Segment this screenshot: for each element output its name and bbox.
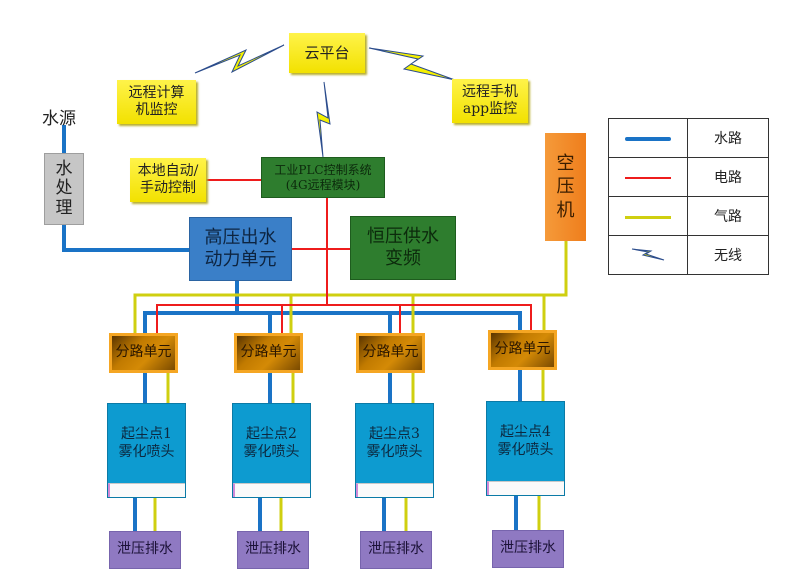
drain-label: 泄压排水 bbox=[117, 541, 173, 558]
local-control-label-1: 本地自动/ bbox=[137, 162, 199, 179]
nozzle-label-2: 雾化喷头 bbox=[497, 441, 554, 458]
water-pipe-to-pump bbox=[62, 225, 189, 252]
plc-control-system-box: 工业PLC控制系统 (4G远程模块) bbox=[261, 157, 385, 198]
nozzle-base-band bbox=[108, 483, 185, 497]
wireless-link-cloud-to-app bbox=[368, 47, 456, 81]
air-lines bbox=[133, 241, 568, 531]
water-line-swatch bbox=[625, 137, 671, 141]
pressure-relief-drain-3: 泄压排水 bbox=[360, 531, 432, 569]
electric-line-swatch bbox=[625, 177, 671, 179]
water-main-header bbox=[143, 311, 522, 333]
remote-app-label-2: app监控 bbox=[462, 101, 518, 117]
legend-label: 水路 bbox=[687, 118, 769, 158]
dust-point-nozzle-3: 起尘点3 雾化喷头 bbox=[355, 403, 434, 498]
legend-row-air: 气路 bbox=[608, 196, 769, 236]
pressure-relief-drain-1: 泄压排水 bbox=[109, 531, 181, 569]
nozzle-label-1: 起尘点2 bbox=[246, 426, 297, 442]
remote-pc-label-2: 机监控 bbox=[135, 102, 178, 118]
nozzle-label-2: 雾化喷头 bbox=[243, 443, 300, 460]
legend-label: 无线 bbox=[687, 235, 769, 275]
legend-label: 气路 bbox=[687, 196, 769, 236]
branch-unit-label: 分路单元 bbox=[240, 344, 297, 361]
branch-unit-label: 分路单元 bbox=[362, 344, 419, 361]
branch-unit-4: 分路单元 bbox=[488, 330, 557, 370]
wireless-link-cloud-to-pc bbox=[194, 44, 285, 74]
air-line-swatch bbox=[625, 215, 671, 219]
remote-pc-monitor-box: 远程计算 机监控 bbox=[117, 80, 196, 124]
water-treatment-box: 水 处 理 bbox=[44, 153, 84, 225]
remote-app-monitor-box: 远程手机 app监控 bbox=[452, 79, 528, 123]
electric-lines bbox=[156, 179, 532, 333]
air-compressor-box: 空 压 机 bbox=[545, 133, 586, 241]
air-main-header bbox=[133, 241, 568, 333]
pressure-relief-drain-4: 泄压排水 bbox=[492, 530, 564, 568]
nozzle-label-1: 起尘点1 bbox=[121, 426, 172, 442]
water-treatment-char-1: 水 bbox=[55, 158, 73, 179]
water-source-label: 水源 bbox=[42, 109, 76, 129]
vfd-label-1: 恒压供水 bbox=[367, 225, 439, 247]
local-control-box: 本地自动/ 手动控制 bbox=[130, 158, 206, 202]
drain-label: 泄压排水 bbox=[245, 541, 301, 558]
plc-label-2: (4G远程模块) bbox=[285, 177, 361, 192]
dust-point-nozzle-4: 起尘点4 雾化喷头 bbox=[486, 401, 565, 496]
cloud-platform-box: 云平台 bbox=[289, 33, 365, 73]
nozzle-label-2: 雾化喷头 bbox=[366, 443, 423, 460]
water-treatment-char-3: 理 bbox=[55, 197, 73, 218]
drain-label: 泄压排水 bbox=[368, 541, 424, 558]
local-control-label-2: 手动控制 bbox=[140, 180, 196, 196]
branch-unit-2: 分路单元 bbox=[234, 333, 303, 373]
dust-point-nozzle-2: 起尘点2 雾化喷头 bbox=[232, 403, 311, 498]
nozzle-label-2: 雾化喷头 bbox=[118, 443, 175, 460]
branch-unit-1: 分路单元 bbox=[109, 333, 178, 373]
nozzle-base-band bbox=[233, 483, 310, 497]
legend-row-electric: 电路 bbox=[608, 157, 769, 197]
legend-row-wireless: 无线 bbox=[608, 235, 769, 275]
wireless-icon bbox=[631, 248, 665, 260]
remote-pc-label-1: 远程计算 bbox=[128, 84, 185, 101]
pump-unit-label-1: 高压出水 bbox=[204, 226, 277, 248]
nozzle-base-band bbox=[487, 481, 564, 495]
drain-label: 泄压排水 bbox=[500, 540, 556, 557]
nozzle-label-1: 起尘点4 bbox=[500, 424, 551, 440]
water-treatment-char-2: 处 bbox=[55, 178, 73, 199]
nozzle-label-1: 起尘点3 bbox=[369, 426, 420, 442]
nozzle-base-band bbox=[356, 483, 433, 497]
pressure-relief-drain-2: 泄压排水 bbox=[237, 531, 309, 569]
legend-label: 电路 bbox=[687, 157, 769, 197]
cloud-platform-label: 云平台 bbox=[304, 43, 350, 62]
plc-label-1: 工业PLC控制系统 bbox=[274, 162, 372, 177]
remote-app-label-1: 远程手机 bbox=[462, 83, 518, 100]
legend: 水路 电路 气路 无线 bbox=[608, 118, 769, 275]
water-lines bbox=[62, 125, 522, 531]
branch-unit-3: 分路单元 bbox=[356, 333, 425, 373]
air-compressor-char-2: 压 bbox=[556, 176, 575, 198]
air-compressor-char-1: 空 bbox=[556, 152, 575, 174]
branch-unit-label: 分路单元 bbox=[115, 344, 172, 361]
high-pressure-pump-unit-box: 高压出水 动力单元 bbox=[189, 217, 292, 281]
dust-point-nozzle-1: 起尘点1 雾化喷头 bbox=[107, 403, 186, 498]
wire-distribution-header bbox=[156, 304, 532, 333]
constant-pressure-vfd-box: 恒压供水 变频 bbox=[350, 216, 456, 280]
branch-unit-label: 分路单元 bbox=[494, 341, 551, 358]
air-compressor-char-3: 机 bbox=[556, 199, 575, 221]
vfd-label-2: 变频 bbox=[385, 248, 421, 269]
pump-unit-label-2: 动力单元 bbox=[204, 249, 277, 270]
legend-row-water: 水路 bbox=[608, 118, 769, 158]
wireless-link-cloud-to-plc bbox=[316, 81, 331, 158]
